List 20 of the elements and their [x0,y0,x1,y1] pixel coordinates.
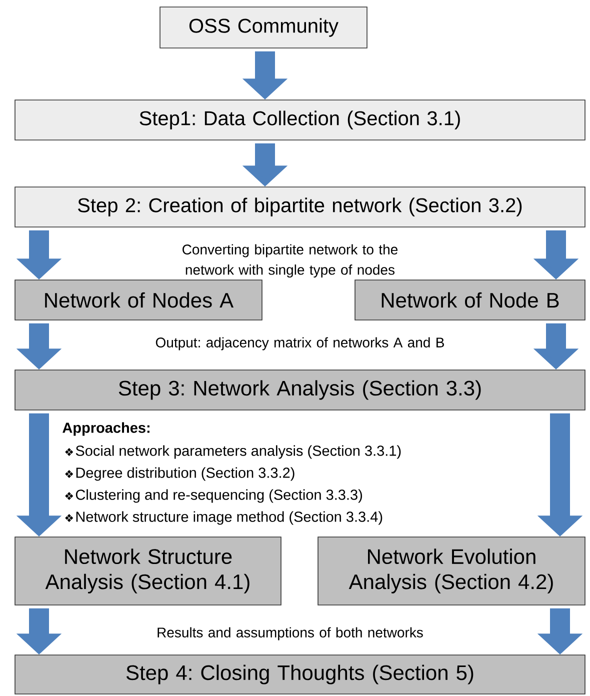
process-box: Step1: Data Collection (Section 3.1) [14,100,586,140]
note-text: Results and assumptions of both networks [158,627,423,640]
bullet-symbol: ❖ [65,470,74,478]
process-box: Network of Node B [354,280,586,320]
process-box: Step 3: Network Analysis (Section 3.3) [14,370,586,410]
list-item: Degree distribution (Section 3.3.2) [76,467,294,481]
list-item: Network structure image method (Section 3.3.4) [76,511,382,525]
process-box: Network Evolution Analysis (Section 4.2) [318,536,586,606]
bullet-symbol: ❖ [65,448,74,456]
process-box: Step 4: Closing Thoughts (Section 5) [14,654,586,694]
list-item: Clustering and re-sequencing (Section 3.3.3) [76,489,362,503]
process-box: Network Structure Analysis (Section 4.1) [14,536,282,606]
bullet-symbol: ❖ [65,492,74,500]
list-item: Social network parameters analysis (Section 3.3.1) [76,445,401,459]
bullet-symbol: ❖ [65,514,74,522]
note-text: Output: adjacency matrix of networks A and B [156,337,444,350]
process-box: OSS Community [160,6,368,48]
process-box: Network of Nodes A [14,280,262,320]
process-box: Step 2: Creation of bipartite network (Section 3.2) [14,186,586,228]
note-text: Converting bipartite network to the network with single type of nodes [182,244,398,278]
